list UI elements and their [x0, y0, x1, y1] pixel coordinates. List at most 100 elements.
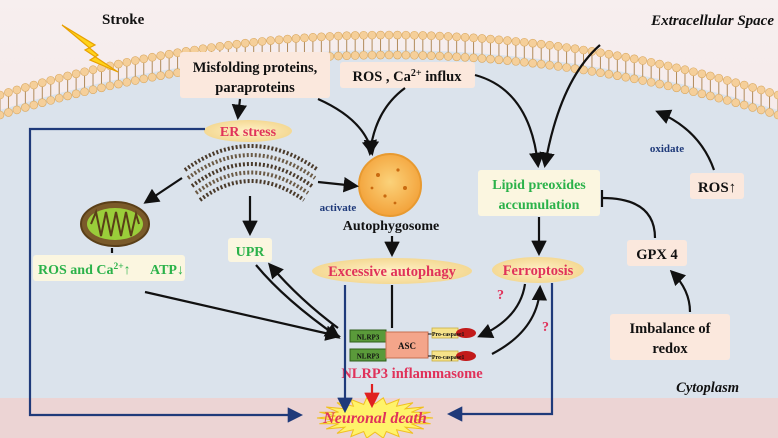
gpx4-box	[627, 240, 687, 266]
membrane-lipid-head	[604, 69, 614, 79]
membrane-lipid-head	[697, 89, 707, 99]
membrane-lipid-head	[418, 51, 428, 60]
imbalance-to-gpx4-arrow	[669, 269, 692, 313]
er-to-autophagosome-arrow	[317, 177, 360, 193]
membrane-lipid-head	[198, 44, 208, 54]
membrane-lipid-head	[29, 100, 39, 110]
membrane-lipid-head	[536, 39, 546, 49]
ros-oxidate-arrow	[655, 109, 716, 171]
lipid-peroxides-box	[478, 170, 600, 216]
membrane-lipid-head	[756, 85, 766, 95]
membrane-lipid-head	[12, 85, 22, 95]
membrane-lipid-head	[317, 32, 326, 42]
imbalance-label-line1: Imbalance of	[630, 321, 711, 337]
membrane-lipid-head	[596, 68, 605, 78]
membrane-lipid-head	[249, 37, 258, 47]
membrane-lipid-head	[342, 31, 352, 41]
upr-to-inflammasome-arrow	[255, 264, 341, 339]
membrane-lipid-head	[147, 72, 157, 82]
cytoplasm-label: Cytoplasm	[676, 380, 739, 396]
membrane-lipid-head	[333, 31, 343, 41]
membrane-lipid-head	[88, 65, 98, 75]
membrane-lipid-head	[689, 87, 698, 97]
membrane-lipid-head	[88, 85, 98, 95]
membrane-lipid-head	[697, 69, 707, 79]
membrane-lipid-head	[359, 50, 368, 60]
ros-ca-mito-box	[33, 255, 185, 281]
membrane-lipid-head	[469, 53, 478, 63]
membrane-lipid-head	[646, 77, 656, 87]
membrane-lipid-head	[520, 37, 529, 47]
membrane-lipid-head	[706, 91, 715, 101]
imbalance-redox-box	[610, 314, 730, 360]
membrane-lipid-head	[122, 57, 132, 67]
membrane-lipid-head	[613, 51, 622, 60]
membrane-lipid-head	[739, 80, 749, 90]
membrane-lipid-head	[722, 96, 732, 105]
membrane-lipid-head	[587, 67, 597, 76]
membrane-lipid-head	[706, 71, 715, 81]
membrane-lipid-head	[477, 34, 487, 43]
membrane-lipid-head	[207, 43, 216, 52]
membrane-lipid-head	[29, 80, 39, 90]
nlrp3-inflammasome-complex: NLRP3 NLRP3 ASC Pro-caspase1 Pro-caspase…	[349, 327, 476, 362]
inflammasome-to-upr-arrow	[267, 262, 339, 329]
membrane-lipid-head	[54, 93, 64, 103]
membrane-lipid-head	[97, 83, 106, 93]
membrane-lipid-head	[114, 59, 123, 69]
membrane-lipid-head	[443, 52, 453, 61]
membrane-lipid-head	[646, 57, 656, 67]
membrane-lipid-head	[12, 105, 22, 115]
membrane-lipid-head	[232, 39, 242, 49]
membrane-lipid-head	[520, 57, 529, 67]
membrane-lipid-head	[342, 51, 352, 61]
question-mark-2: ?	[542, 320, 549, 335]
membrane-lipid-head	[164, 49, 174, 59]
nlrp3-inflammasome-label: NLRP3 inflammasome	[341, 366, 483, 382]
membrane-lipid-head	[604, 49, 614, 59]
membrane-lipid-head	[613, 71, 622, 80]
ros-ca-mito-label: ROS and Ca2+↑	[38, 262, 131, 278]
nlrp3-top-label: NLRP3	[357, 334, 380, 342]
membrane-lipid-head	[663, 61, 673, 71]
ros-increase-box	[690, 173, 744, 199]
membrane-lipid-head	[367, 30, 377, 40]
membrane-lipid-head	[410, 30, 419, 40]
membrane-lipid-head	[460, 52, 470, 62]
membrane-lipid-head	[748, 83, 757, 92]
membrane-lipid-head	[139, 74, 149, 84]
autophagosome-label: Autophygosome	[343, 219, 439, 234]
extracellular-label: Extracellular Space	[650, 13, 774, 29]
pro-caspase-top-label: Pro-caspase1	[432, 332, 465, 338]
membrane-lipid-head	[748, 103, 757, 112]
gpx4-label: GPX 4	[636, 247, 677, 263]
membrane-lipid-head	[486, 34, 495, 44]
membrane-lipid-head	[384, 30, 394, 40]
membrane-lipid-head	[46, 96, 56, 105]
membrane-lipid-head	[156, 51, 165, 60]
membrane-lipid-head	[731, 98, 741, 107]
membrane-lipid-head	[452, 32, 461, 42]
membrane-lipid-head	[663, 81, 673, 91]
membrane-lipid-head	[376, 50, 385, 60]
membrane-lipid-head	[722, 76, 732, 85]
membrane-lipid-head	[503, 56, 512, 65]
lipid-label-line2: accumulation	[499, 198, 580, 213]
membrane-lipid-head	[0, 110, 5, 120]
membrane-lipid-head	[672, 83, 681, 93]
membrane-lipid-head	[545, 60, 554, 70]
membrane-lipid-head	[562, 43, 571, 52]
membrane-lipid-head	[333, 51, 343, 61]
ros-ca-influx-label: ROS , Ca2+ influx	[352, 68, 462, 85]
membrane-lipid-head	[655, 59, 664, 69]
activate-label: activate	[320, 202, 357, 214]
lightning-icon	[61, 24, 119, 73]
misfolding-proteins-box	[180, 52, 330, 98]
membrane-lipid-head	[4, 108, 13, 117]
membrane-lipid-head	[401, 50, 411, 60]
inflammasome-to-ferroptosis-arrow	[491, 284, 548, 355]
membrane-lipid-head	[486, 54, 495, 64]
membrane-lipid-head	[147, 52, 157, 62]
gpx4-inhibit-line	[601, 196, 657, 239]
